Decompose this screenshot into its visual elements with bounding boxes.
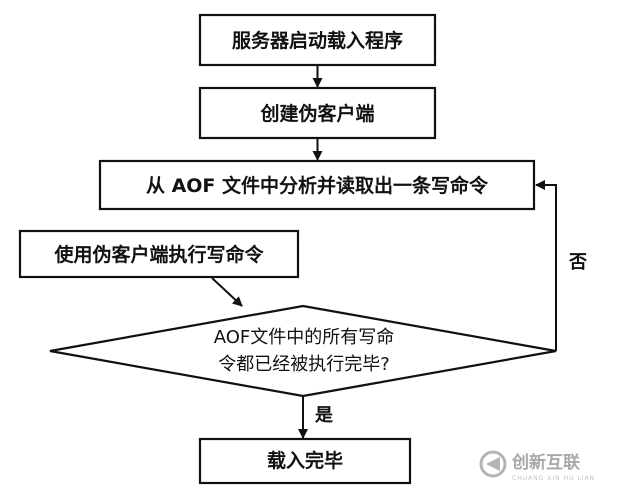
watermark: 创新互联 CHUANG XIN HU LIAN: [479, 450, 595, 482]
node-done-label: 载入完毕: [267, 449, 343, 472]
watermark-sub: CHUANG XIN HU LIAN: [512, 475, 595, 482]
arrow-execute-to-check: [211, 277, 243, 307]
node-start-label: 服务器启动载入程序: [232, 29, 403, 52]
node-all-executed-decision: [49, 304, 557, 398]
node-read-command-label: 从 AOF 文件中分析并读取出一条写命令: [146, 174, 489, 197]
node-create-client: [198, 86, 437, 140]
node-read-command: [98, 159, 536, 211]
node-all-executed-line2: 令都已经被执行完毕?: [218, 354, 390, 375]
edge-label-no: 否: [568, 252, 587, 273]
node-execute-command: [18, 229, 300, 279]
node-start: [198, 13, 437, 67]
node-done: [198, 437, 412, 485]
watermark-logo-icon: [479, 450, 507, 478]
node-create-client-label: 创建伪客户端: [259, 102, 374, 125]
node-all-executed-line1: AOF文件中的所有写命: [214, 327, 395, 348]
arrow-no-loop: [535, 180, 557, 351]
watermark-brand: 创新互联: [511, 452, 580, 473]
node-execute-command-label: 使用伪客户端执行写命令: [53, 243, 264, 266]
edge-label-yes: 是: [314, 405, 333, 426]
